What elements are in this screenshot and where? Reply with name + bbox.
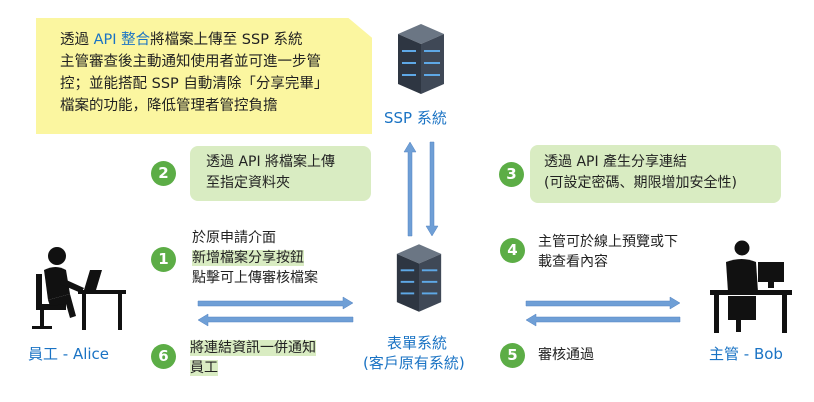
note-line-3: 控；並能搭配 SSP 自動清除「分享完畢」 (60, 76, 329, 92)
alice-label: 員工 - Alice (28, 345, 110, 363)
note-line-2: 主管審查後主動通知使用者並可進一步管 (60, 54, 321, 70)
step-1-text: 於原申請介面 新增檔案分享按鈕 點擊可上傳審核檔案 (192, 230, 318, 286)
note-line-4: 檔案的功能，降低管理者管控負擔 (60, 98, 278, 114)
arrow-bob-to-form (525, 313, 681, 327)
api-highlight: API 整合 (93, 32, 151, 48)
step-6-text: 將連結資訊一併通知 員工 (190, 340, 316, 376)
person-at-desk-icon (32, 247, 126, 330)
step-6-badge: 6 (151, 344, 176, 369)
arrow-form-to-alice (197, 313, 354, 327)
step-3-badge: 3 (499, 162, 524, 187)
note-line-1: 透過 API 整合將檔案上傳至 SSP 系統 (60, 32, 303, 48)
arrow-alice-to-form (197, 296, 354, 310)
ssp-label: SSP 系統 (384, 109, 447, 127)
arrow-form-to-bob (525, 296, 681, 310)
step-4-text: 主管可於線上預覽或下 載查看內容 (538, 234, 678, 270)
step-4-badge: 4 (500, 238, 525, 263)
step-2-badge: 2 (151, 161, 176, 186)
step-3-bubble: 透過 API 產生分享連結 (可設定密碼、期限增加安全性) (530, 145, 781, 203)
step-1-highlight: 新增檔案分享按鈕 (192, 250, 304, 266)
server-icon (398, 24, 444, 94)
step-5-badge: 5 (500, 343, 525, 368)
form-system-label: 表單系統 (387, 334, 448, 352)
arrow-down-to-form (425, 141, 439, 237)
step-2-bubble: 透過 API 將檔案上傳 至指定資料夾 (190, 146, 371, 201)
person-at-desk-icon (710, 240, 792, 333)
step-1-badge: 1 (151, 247, 176, 272)
arrow-up-to-ssp (403, 141, 417, 237)
step-5-text: 審核通過 (538, 347, 594, 363)
form-system-sublabel: (客戶原有系統) (363, 354, 465, 372)
bob-label: 主管 - Bob (709, 345, 783, 363)
summary-note: 透過 API 整合將檔案上傳至 SSP 系統 主管審查後主動通知使用者並可進一步… (36, 18, 372, 134)
server-icon (396, 244, 442, 312)
